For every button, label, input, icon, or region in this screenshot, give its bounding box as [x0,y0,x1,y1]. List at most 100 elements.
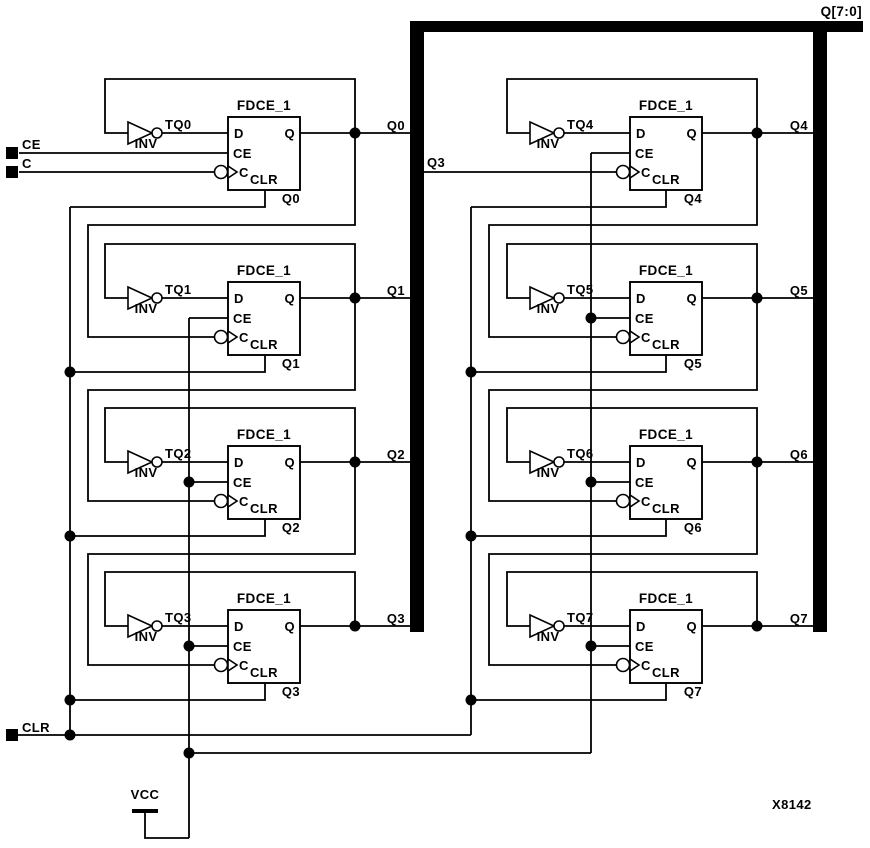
pin-d-label: D [636,291,646,306]
clock-bubble-icon [213,329,229,345]
clock-bubble-icon [213,164,229,180]
t-net-label: TQ4 [567,117,594,132]
inverter-icon [529,120,556,146]
clr-terminal-icon [6,729,18,741]
pin-d-label: D [636,455,646,470]
junction-dot [64,729,76,741]
figure-id-label: X8142 [772,797,812,812]
junction-dot [751,620,763,632]
t-net-label: TQ6 [567,446,593,461]
pin-c-label: C [641,658,651,673]
pin-q-label: Q [284,126,295,141]
inverter-icon [529,613,556,639]
flipflop-stage-5: FDCE_1 D CE C CLR Q Q5 INV TQ5 Q5 [471,133,813,373]
pin-q-label: Q [284,619,295,634]
ff-type-label: FDCE_1 [237,263,291,278]
inverter-label: INV [537,629,560,644]
inverter-label: INV [537,301,560,316]
pin-c-label: C [239,658,249,673]
inverter-label: INV [135,301,158,316]
inverter-icon [529,449,556,475]
instance-label: Q2 [282,520,300,535]
ff-type-label: FDCE_1 [237,98,291,113]
t-net-label: TQ7 [567,610,593,625]
feedback-wire [104,571,356,627]
ff-body [629,445,703,520]
ff-body [629,116,703,191]
feedback-wire [506,78,758,134]
pin-clr-label: CLR [652,665,680,680]
clock-bubble-icon [615,493,631,509]
inverter-icon [529,285,556,311]
clr-input-label: CLR [22,720,50,735]
inverter-label: INV [135,629,158,644]
clock-bubble-icon [213,657,229,673]
clr-wire [70,683,266,701]
bus-tap-label: Q3 [427,155,445,170]
instance-label: Q7 [684,684,702,699]
pin-ce-label: CE [635,311,654,326]
instance-label: Q4 [684,191,703,206]
flipflop-stage-3: FDCE_1 D CE C CLR Q Q3 INV TQ3 Q3 [70,462,410,701]
pin-c-label: C [641,330,651,345]
vcc-label: VCC [131,787,160,802]
pin-clr-label: CLR [250,172,278,187]
inverter-bubble-icon [151,292,163,304]
c-terminal-icon [6,166,18,178]
instance-label: Q5 [684,356,702,371]
q-net-label: Q1 [387,283,405,298]
inverter-bubble-icon [553,620,565,632]
pin-ce-label: CE [635,639,654,654]
pin-ce-label: CE [233,146,252,161]
ce-vcc-distribution: VCC [131,153,597,839]
clr-wire [70,190,266,208]
pin-clr-label: CLR [250,337,278,352]
pin-d-label: D [234,455,244,470]
ff-type-label: FDCE_1 [639,98,693,113]
feedback-wire [104,407,356,463]
q-net-label: Q4 [790,118,809,133]
inverter-label: INV [537,465,560,480]
junction-dot [183,747,195,759]
inverter-icon [127,613,154,639]
pin-d-label: D [234,291,244,306]
ce-input-label: CE [22,137,41,152]
pin-clr-label: CLR [652,337,680,352]
inverter-bubble-icon [151,620,163,632]
inverter-bubble-icon [553,127,565,139]
t-net-label: TQ0 [165,117,191,132]
pin-q-label: Q [686,291,697,306]
flipflop-stage-2: FDCE_1 D CE C CLR Q Q2 INV TQ2 Q2 [70,298,410,537]
ff-body [227,281,301,356]
pin-q-label: Q [686,455,697,470]
ff-body [227,445,301,520]
pin-q-label: Q [686,619,697,634]
junction-dot [349,620,361,632]
t-net-label: TQ5 [567,282,593,297]
inverter-icon [127,449,154,475]
clock-edge-icon [227,164,239,180]
clock-source-wire [488,462,758,666]
pin-clr-label: CLR [652,172,680,187]
pin-d-label: D [636,619,646,634]
pin-d-label: D [234,126,244,141]
inverter-bubble-icon [553,292,565,304]
pin-ce-label: CE [233,311,252,326]
pin-clr-label: CLR [652,501,680,516]
clock-bubble-icon [213,493,229,509]
bus-top-bar [410,21,863,32]
clock-edge-icon [629,657,641,673]
bus-label: Q[7:0] [821,4,862,19]
ff-body [227,609,301,684]
flipflop-stage-7: FDCE_1 D CE C CLR Q Q7 INV TQ7 Q7 [471,462,813,701]
instance-label: Q0 [282,191,300,206]
output-bus: Q[7:0] [410,4,863,632]
clock-bubble-icon [615,329,631,345]
instance-label: Q6 [684,520,702,535]
clock-edge-icon [227,493,239,509]
clock-bubble-icon [615,164,631,180]
feedback-wire [506,407,758,463]
clock-source-wire [87,462,356,666]
clock-source-wire [87,133,356,338]
